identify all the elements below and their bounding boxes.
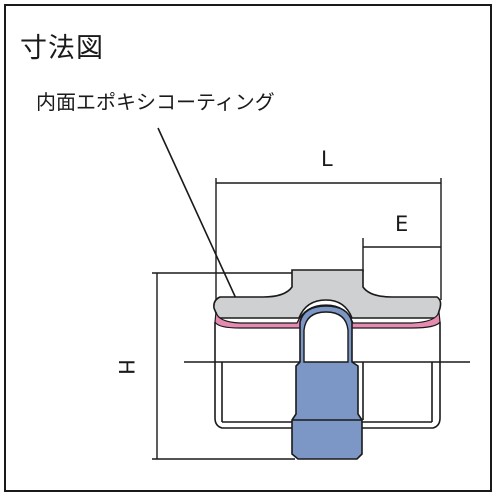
union-upper-body <box>213 269 442 319</box>
dimension-label-L: L <box>321 147 333 171</box>
dimension-label-H: H <box>113 359 138 375</box>
dimension-label-E: E <box>395 212 409 236</box>
callout-leader-line <box>157 127 245 317</box>
dimension-E <box>362 238 441 272</box>
dimension-L <box>215 178 442 300</box>
bore-top-arch <box>303 311 349 363</box>
union-lower-body <box>214 322 441 429</box>
drawing-frame <box>4 4 492 492</box>
dimension-H <box>152 272 295 460</box>
coating-callout-label: 内面エポキシコーティング <box>36 90 275 114</box>
drawing-title: 寸法図 <box>20 33 104 64</box>
